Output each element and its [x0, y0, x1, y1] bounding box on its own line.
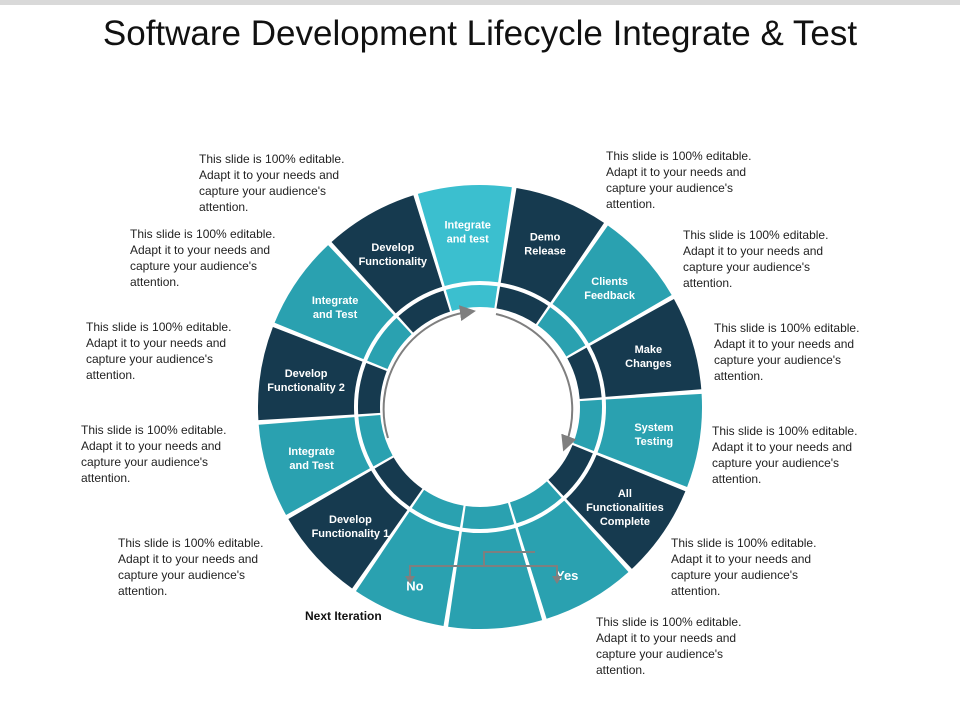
segment-label-line: System [634, 422, 673, 434]
inner-ring [357, 284, 603, 530]
note-mid-upper-right: This slide is 100% editable. Adapt it to… [714, 321, 860, 383]
yes-arrowhead [552, 576, 562, 584]
note-lower-left: This slide is 100% editable. Adapt it to… [118, 536, 264, 598]
segment-label: Integrate and Test [288, 446, 334, 472]
segment-label-line: and Test [289, 460, 334, 472]
ring-segment [258, 417, 370, 516]
inner-ring-segment [567, 347, 602, 399]
inner-ring-segment [537, 307, 586, 357]
outer-ring [257, 185, 703, 629]
segment-label-line: Functionality 1 [312, 528, 390, 540]
cycle-arrows [382, 305, 577, 452]
note-lower-right: This slide is 100% editable. Adapt it to… [671, 536, 817, 598]
ring-segment [500, 188, 605, 303]
inner-ring-segment [398, 290, 450, 333]
segment-label-line: Clients [591, 276, 628, 288]
segment-label: Integrate and test [444, 219, 490, 245]
segment-label-line: and Test [313, 309, 358, 321]
ring-segment [448, 527, 543, 629]
note-mid-upper-left: This slide is 100% editable. Adapt it to… [86, 320, 232, 382]
inner-ring-segment [496, 286, 549, 325]
ring-segment [257, 327, 363, 421]
branch-connector [409, 551, 558, 579]
segment-label-line: Demo [530, 232, 561, 244]
ring-segment [417, 185, 512, 287]
inner-ring-segment [462, 503, 515, 530]
inner-ring-segment [411, 489, 464, 528]
note-mid-lower-left: This slide is 100% editable. Adapt it to… [81, 423, 227, 485]
slide-title: Software Development Lifecycle Integrate… [102, 14, 858, 53]
segment-label-line: Develop [329, 514, 372, 526]
note-top-left: This slide is 100% editable. Adapt it to… [199, 152, 345, 214]
segment-label-line: Feedback [584, 290, 636, 302]
inner-ring-segment [573, 399, 603, 451]
next-iteration-label: Next Iteration [305, 609, 382, 623]
note-top-right: This slide is 100% editable. Adapt it to… [606, 149, 752, 211]
decision-branch [405, 551, 562, 584]
note-bottom-right: This slide is 100% editable. Adapt it to… [596, 615, 742, 677]
ring-segment [590, 298, 702, 397]
ring-segment [288, 470, 408, 589]
right-cycle-arrow [495, 313, 577, 452]
inner-ring-segment [367, 318, 412, 370]
top-border [0, 0, 960, 5]
note-upper-right: This slide is 100% editable. Adapt it to… [683, 228, 829, 290]
inner-ring-segment [357, 363, 387, 415]
segment-label-line: Integrate [312, 295, 358, 307]
segment-label-line: Develop [285, 368, 328, 380]
segment-label-line: Integrate [288, 446, 334, 458]
ring-segment [597, 393, 703, 487]
segment-label-line: Release [524, 246, 566, 258]
segment-label: Integrate and Test [312, 295, 358, 321]
segment-label-line: Functionality 2 [267, 382, 345, 394]
segment-label-line: Functionality [359, 256, 428, 268]
segment-label-line: Functionalities [586, 502, 664, 514]
top-cycle-arrow [382, 305, 476, 439]
segment-label-line: Changes [625, 358, 671, 370]
segment-label-line: Develop [371, 242, 414, 254]
ring-segment [517, 500, 629, 619]
ring-segment [566, 454, 686, 569]
note-mid-lower-right: This slide is 100% editable. Adapt it to… [712, 424, 858, 486]
note-upper-left: This slide is 100% editable. Adapt it to… [130, 227, 276, 289]
ring-segment [355, 511, 460, 626]
ring-segment [331, 195, 443, 314]
inner-ring-segment [548, 444, 593, 496]
segment-label-line: Testing [635, 436, 673, 448]
segment-label-line: Integrate [444, 219, 490, 231]
inner-ring-segment [510, 481, 562, 524]
inner-ring-segment [358, 415, 393, 467]
segment-label-line: and test [447, 233, 490, 245]
segment-label-line: Make [635, 344, 663, 356]
segment-label: Yes [556, 568, 578, 583]
inner-ring-segment [374, 457, 423, 507]
segment-label-line: All [618, 488, 632, 500]
inner-ring-segment [445, 284, 498, 311]
ring-segment [274, 245, 394, 360]
ring-segment [552, 225, 672, 344]
segment-label-line: Complete [600, 516, 650, 528]
segment-label-line: Yes [556, 568, 578, 583]
no-arrowhead [405, 576, 415, 584]
